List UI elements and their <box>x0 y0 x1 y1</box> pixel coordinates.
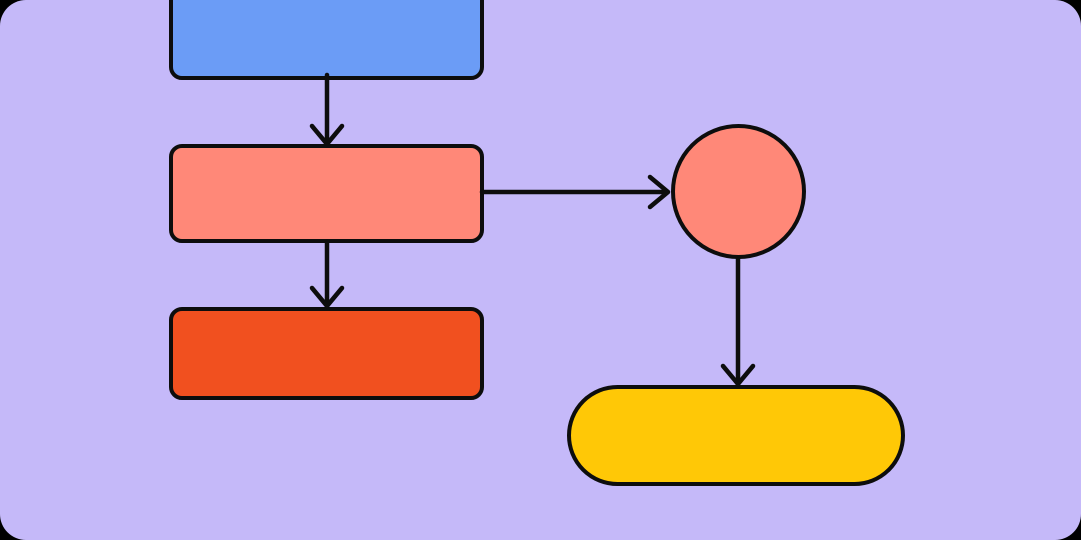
node-pill[interactable] <box>567 385 905 486</box>
node-top-blue[interactable] <box>169 0 484 80</box>
node-circle[interactable] <box>671 124 806 259</box>
node-bottom-red[interactable] <box>169 307 484 400</box>
edge-salmon-to-circle <box>479 174 671 210</box>
edge-salmon-to-red <box>309 239 345 309</box>
edge-circle-to-pill <box>720 255 756 387</box>
edge-blue-to-salmon <box>309 72 345 147</box>
arrowhead-down-icon <box>720 363 756 387</box>
node-mid-salmon[interactable] <box>169 144 484 243</box>
arrowhead-down-icon <box>309 285 345 309</box>
arrowhead-right-icon <box>647 174 671 210</box>
arrowhead-down-icon <box>309 123 345 147</box>
